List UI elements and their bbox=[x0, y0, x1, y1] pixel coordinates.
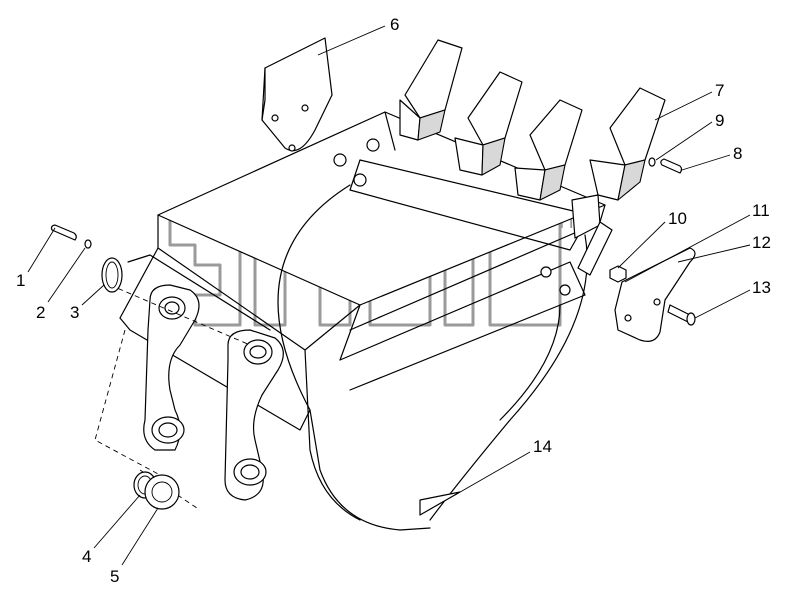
part-13-bolt bbox=[667, 304, 696, 326]
callout-label-3: 3 bbox=[70, 303, 79, 322]
mounting-lug-left bbox=[143, 284, 200, 451]
callout-2: 2 bbox=[36, 247, 86, 322]
callout-7: 7 bbox=[654, 81, 724, 121]
callout-label-14: 14 bbox=[533, 437, 552, 456]
part-5-bushing bbox=[144, 474, 180, 510]
callout-label-7: 7 bbox=[715, 81, 724, 100]
callout-12: 12 bbox=[677, 233, 771, 263]
callout-10: 10 bbox=[617, 209, 687, 269]
tooth-4 bbox=[571, 87, 666, 276]
callout-1: 1 bbox=[16, 227, 56, 290]
part-2-ring bbox=[84, 239, 92, 249]
part-12-side-shroud bbox=[614, 247, 696, 342]
callout-8: 8 bbox=[681, 144, 742, 171]
callout-label-11: 11 bbox=[752, 201, 770, 220]
callout-label-8: 8 bbox=[733, 144, 742, 163]
part-1-pin bbox=[50, 224, 77, 241]
callout-4: 4 bbox=[82, 494, 141, 566]
callouts: 1 2 3 4 5 6 7 8 bbox=[16, 15, 771, 586]
part-3-o-ring bbox=[101, 257, 123, 293]
callout-14: 14 bbox=[454, 437, 552, 496]
callout-label-12: 12 bbox=[752, 233, 771, 252]
callout-label-10: 10 bbox=[668, 209, 687, 228]
part-8-pin bbox=[660, 158, 683, 174]
callout-label-9: 9 bbox=[715, 111, 724, 130]
part-6-side-cutter bbox=[261, 37, 333, 152]
callout-5: 5 bbox=[110, 507, 159, 586]
bucket-teeth bbox=[399, 39, 666, 276]
callout-label-1: 1 bbox=[16, 271, 25, 290]
callout-label-2: 2 bbox=[36, 303, 45, 322]
callout-11: 11 bbox=[624, 201, 770, 283]
callout-3: 3 bbox=[70, 284, 105, 322]
callout-label-4: 4 bbox=[82, 547, 91, 566]
callout-13: 13 bbox=[694, 278, 771, 319]
tooth-2 bbox=[454, 71, 523, 176]
tooth-3 bbox=[514, 99, 583, 201]
part-14-cutting-edge bbox=[419, 491, 461, 516]
top-bolts bbox=[333, 138, 571, 296]
callout-9: 9 bbox=[655, 111, 724, 161]
tooth-1 bbox=[399, 39, 463, 141]
mounting-lug-right bbox=[224, 329, 284, 501]
part-10-nut bbox=[609, 265, 627, 283]
part-9-lock bbox=[648, 157, 656, 167]
callout-label-5: 5 bbox=[110, 567, 119, 586]
callout-label-13: 13 bbox=[752, 278, 771, 297]
callout-label-6: 6 bbox=[390, 15, 399, 34]
callout-6: 6 bbox=[317, 15, 399, 56]
